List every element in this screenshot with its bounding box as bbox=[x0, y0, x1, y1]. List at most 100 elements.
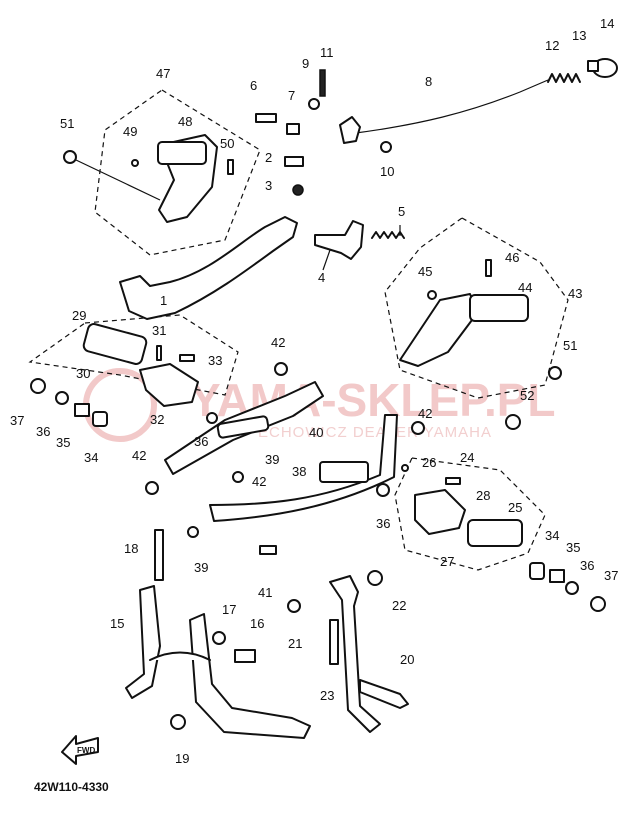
callout-11: 11 bbox=[320, 45, 334, 60]
callout-13: 13 bbox=[572, 28, 586, 43]
leader-4 bbox=[322, 249, 331, 271]
callout-31: 31 bbox=[152, 323, 166, 338]
side-stand-20-foot bbox=[359, 679, 409, 709]
callout-28: 28 bbox=[476, 488, 490, 503]
callout-19: 19 bbox=[175, 751, 189, 766]
footrest-bracket-27 bbox=[414, 489, 466, 535]
callout-39: 39 bbox=[265, 452, 279, 467]
callout-42-c: 42 bbox=[132, 448, 146, 463]
callout-42-b: 42 bbox=[418, 406, 432, 421]
bushing-34-left bbox=[92, 411, 108, 427]
group-24-outline bbox=[394, 457, 546, 571]
bracket-38-plate bbox=[319, 461, 369, 483]
shaft-4 bbox=[314, 220, 364, 260]
callout-50: 50 bbox=[220, 136, 234, 151]
callout-36-d: 36 bbox=[580, 558, 594, 573]
callout-6: 6 bbox=[250, 78, 257, 93]
nut-3 bbox=[292, 184, 304, 196]
collar-35-right bbox=[549, 569, 565, 583]
washer-36-left bbox=[55, 391, 69, 405]
callout-48: 48 bbox=[178, 114, 192, 129]
footrest-rubber-44 bbox=[469, 294, 529, 322]
nut-42-top bbox=[274, 362, 288, 376]
washer-36-right bbox=[565, 581, 579, 595]
callout-1: 1 bbox=[160, 293, 167, 308]
spring-50 bbox=[227, 159, 234, 175]
spring-46 bbox=[485, 259, 492, 277]
callout-42-d: 42 bbox=[252, 474, 266, 489]
callout-9: 9 bbox=[302, 56, 309, 71]
callout-29: 29 bbox=[72, 308, 86, 323]
callout-44: 44 bbox=[518, 280, 532, 295]
frame-38 bbox=[209, 414, 398, 522]
pin-45 bbox=[427, 290, 437, 300]
callout-46: 46 bbox=[505, 250, 519, 265]
leader-51-left bbox=[75, 159, 161, 201]
brake-pedal-1 bbox=[119, 216, 298, 320]
bolt-2 bbox=[284, 156, 304, 167]
washer-36-frame bbox=[376, 483, 390, 497]
callout-25: 25 bbox=[508, 500, 522, 515]
bushing-34-right bbox=[529, 562, 545, 580]
spring-28 bbox=[445, 477, 461, 485]
bolt-39-top bbox=[232, 471, 244, 483]
nut-13 bbox=[587, 60, 599, 72]
callout-4: 4 bbox=[318, 270, 325, 285]
callout-33: 33 bbox=[208, 353, 222, 368]
callout-7: 7 bbox=[288, 88, 295, 103]
bolt-41 bbox=[259, 545, 277, 555]
bolt-37-left bbox=[30, 378, 46, 394]
callout-18: 18 bbox=[124, 541, 138, 556]
callout-37-b: 37 bbox=[604, 568, 618, 583]
lever-bracket bbox=[339, 116, 361, 144]
center-stand-15-right bbox=[189, 613, 311, 739]
nut-19 bbox=[170, 714, 186, 730]
callout-5: 5 bbox=[398, 204, 405, 219]
callout-43: 43 bbox=[568, 286, 582, 301]
fwd-arrow: FWD bbox=[61, 735, 99, 765]
callout-36-b: 36 bbox=[36, 424, 50, 439]
callout-42: 42 bbox=[271, 335, 285, 350]
callout-35-b: 35 bbox=[566, 540, 580, 555]
callout-27: 27 bbox=[440, 554, 454, 569]
pin-31 bbox=[156, 345, 162, 361]
bolt-11 bbox=[319, 69, 326, 97]
callout-8: 8 bbox=[425, 74, 432, 89]
callout-39-b: 39 bbox=[194, 560, 208, 575]
callout-38: 38 bbox=[292, 464, 306, 479]
side-stand-20 bbox=[329, 575, 381, 733]
spring-12 bbox=[547, 73, 581, 83]
callout-24: 24 bbox=[460, 450, 474, 465]
callout-40: 40 bbox=[309, 425, 323, 440]
footrest-bracket-43 bbox=[399, 293, 479, 367]
nut-22 bbox=[367, 570, 383, 586]
callout-49: 49 bbox=[123, 124, 137, 139]
collar-35-left bbox=[74, 403, 90, 417]
callout-45: 45 bbox=[418, 264, 432, 279]
washer-36-mid bbox=[206, 412, 218, 424]
footrest-rubber-48 bbox=[157, 141, 207, 165]
callout-37: 37 bbox=[10, 413, 24, 428]
callout-21: 21 bbox=[288, 636, 302, 651]
callout-14: 14 bbox=[600, 16, 614, 31]
callout-3: 3 bbox=[265, 178, 272, 193]
callout-52: 52 bbox=[520, 388, 534, 403]
bolt-21 bbox=[287, 599, 301, 613]
callout-12: 12 bbox=[545, 38, 559, 53]
callout-41: 41 bbox=[258, 585, 272, 600]
nut-39-lower bbox=[187, 526, 199, 538]
bolt-51-left bbox=[63, 150, 77, 164]
washer-17 bbox=[212, 631, 226, 645]
bolt-6 bbox=[255, 113, 277, 123]
bolt-52 bbox=[505, 414, 521, 430]
bolt-37-right bbox=[590, 596, 606, 612]
cable-8 bbox=[347, 79, 549, 135]
washer-9 bbox=[308, 98, 320, 110]
callout-2: 2 bbox=[265, 150, 272, 165]
callout-30: 30 bbox=[76, 366, 90, 381]
center-stand-15 bbox=[125, 585, 161, 699]
group-29-outline bbox=[28, 314, 239, 396]
bolt-16 bbox=[234, 649, 256, 663]
